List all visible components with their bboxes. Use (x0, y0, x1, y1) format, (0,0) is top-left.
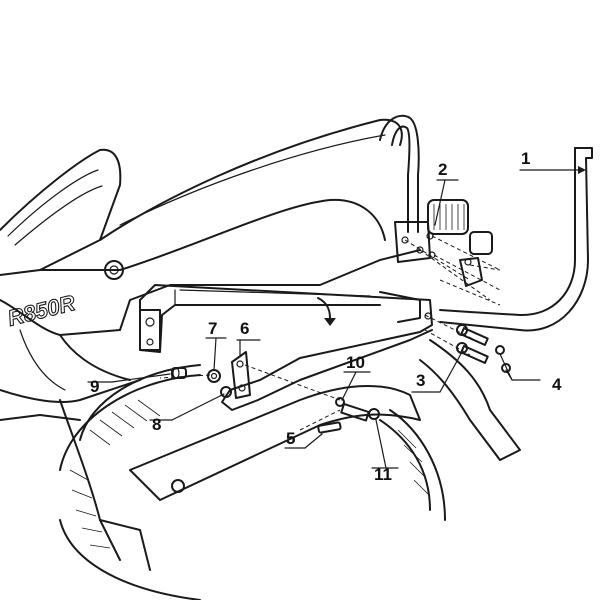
callout-6: 6 (240, 319, 249, 338)
callout-11: 11 (374, 465, 392, 484)
leader-lines (87, 166, 586, 469)
motorcycle-seat (0, 118, 403, 276)
callout-9: 9 (90, 377, 99, 396)
callout-7: 7 (208, 319, 217, 338)
callout-1: 1 (521, 149, 530, 168)
tail-light (427, 199, 493, 255)
callout-3: 3 (416, 371, 425, 390)
callout-labels: 1 2 3 4 5 6 7 8 9 10 11 (90, 149, 562, 484)
callout-4: 4 (552, 375, 562, 394)
side-carrier-frame (139, 284, 433, 411)
grab-handle (379, 114, 420, 233)
rear-fairing (0, 249, 421, 421)
small-bracket (171, 351, 251, 399)
callout-2: 2 (438, 160, 447, 179)
callout-8: 8 (152, 415, 161, 434)
model-badge: R850R (5, 290, 78, 331)
rack-tube (439, 147, 593, 332)
bolts (317, 324, 511, 434)
callout-5: 5 (286, 429, 295, 448)
callout-10: 10 (346, 353, 365, 372)
rear-tyre (59, 364, 446, 600)
rear-mudguard (129, 339, 521, 501)
alignment-guides (159, 235, 501, 431)
